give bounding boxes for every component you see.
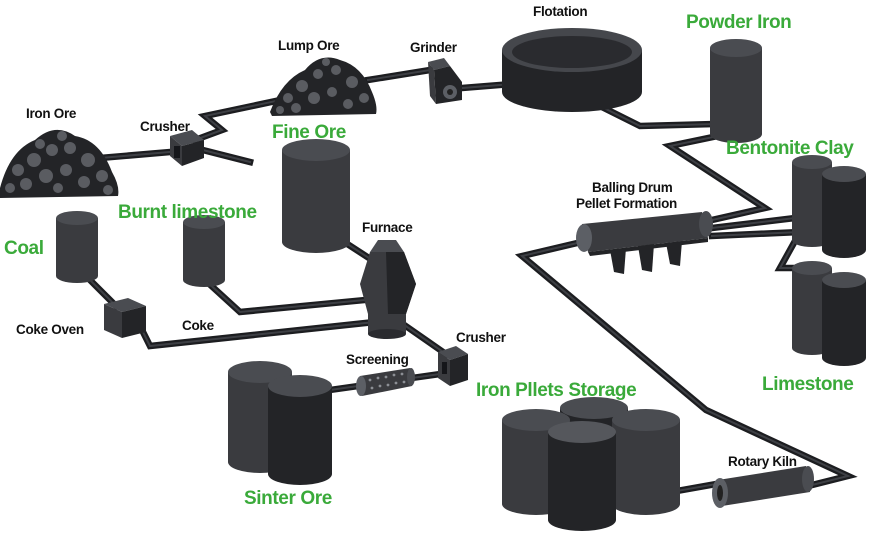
label-burnt-limestone: Burnt limestone (118, 202, 257, 223)
pipe-furnace-to-crusher (395, 317, 451, 359)
label-coke: Coke (182, 318, 215, 333)
screening-drum (356, 368, 415, 396)
label-bentonite-clay: Bentonite Clay (726, 138, 854, 159)
pipe-iron-ore-to-crusher (96, 148, 174, 162)
label-furnace: Furnace (362, 220, 413, 235)
label-powder-iron: Powder Iron (686, 12, 791, 33)
limestone-silos (792, 261, 866, 366)
label-rotary-kiln: Rotary Kiln (728, 454, 797, 469)
lump-ore-pile (270, 57, 377, 116)
label-iron-ore: Iron Ore (26, 106, 77, 121)
label-limestone: Limestone (762, 374, 853, 395)
pipe-powder-iron-to-balling-drum (661, 132, 774, 224)
labels: Iron Ore Crusher Lump Ore Grinder Flotat… (4, 4, 855, 509)
furnace (360, 240, 416, 339)
rotary-kiln (712, 466, 814, 508)
balling-drum (576, 211, 713, 274)
coal-silo (56, 211, 98, 283)
pipe-network (77, 66, 858, 498)
pipe-limestone-to-furnace (200, 275, 369, 316)
pipe-lump-ore-to-grinder (364, 66, 434, 84)
pipe-crusher-to-fine-ore (191, 144, 254, 166)
flotation-tank (502, 28, 642, 112)
pipe-coke-oven-to-furnace (135, 318, 379, 350)
pipe-crusher-to-screening (408, 370, 444, 382)
coke-oven (104, 298, 146, 338)
crusher-bottom (438, 346, 468, 386)
pipe-screening-to-sinter (326, 382, 362, 394)
label-screening: Screening (346, 352, 409, 367)
label-pellet-formation: Pellet Formation (576, 196, 677, 211)
label-sinter-ore: Sinter Ore (244, 488, 332, 509)
pipe-bentonite-to-balling-drum (708, 214, 799, 232)
label-lump-ore: Lump Ore (278, 38, 340, 53)
grinder (428, 58, 462, 104)
label-flotation: Flotation (533, 4, 587, 19)
crusher-top (170, 130, 204, 166)
label-balling-drum: Balling Drum (592, 180, 673, 195)
label-iron-pellets-storage: Iron Pllets Storage (476, 380, 636, 401)
pipe-flotation-to-powder-iron (595, 101, 720, 130)
iron-pellets-storage-silos (502, 397, 680, 531)
bentonite-clay-silos (792, 155, 866, 258)
label-crusher-bottom: Crusher (456, 330, 507, 345)
label-crusher-top: Crusher (140, 119, 191, 134)
label-coal: Coal (4, 238, 44, 259)
label-coke-oven: Coke Oven (16, 322, 84, 337)
pipe-limestone-to-balling-drum (708, 228, 806, 272)
sinter-ore-silos (228, 361, 332, 485)
iron-ore-pile (0, 129, 119, 198)
fine-ore-silo (282, 139, 350, 253)
pipe-balling-drum-to-rotary-kiln (514, 236, 858, 490)
burnt-limestone-silo (183, 215, 225, 287)
label-fine-ore: Fine Ore (272, 122, 346, 143)
pipe-crusher-to-lump-ore (190, 94, 294, 145)
powder-iron-silo (710, 39, 762, 143)
label-grinder: Grinder (410, 40, 458, 55)
